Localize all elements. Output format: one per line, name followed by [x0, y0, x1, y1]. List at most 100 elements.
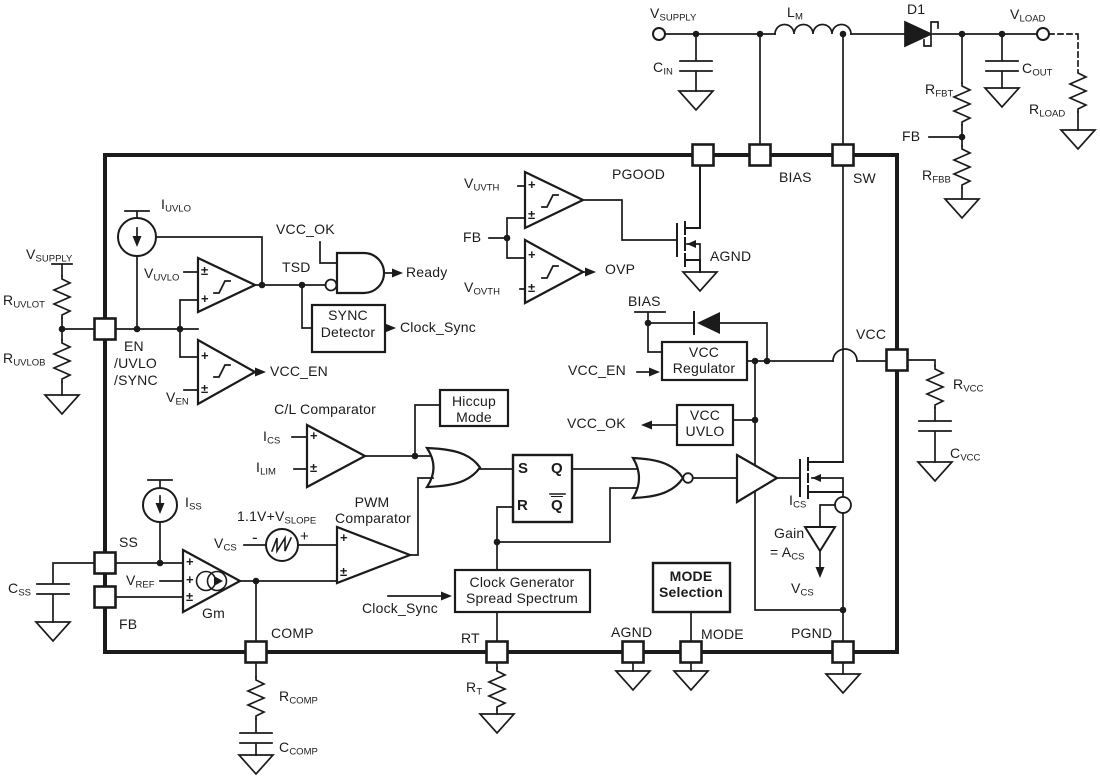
- sr-latch: [511, 453, 574, 524]
- rvcc-resistor: [926, 365, 944, 409]
- mode-section: [651, 561, 732, 643]
- vccen-arrow: [255, 367, 266, 377]
- nor-gate: [631, 456, 685, 500]
- clock-to-nor-wire: [496, 487, 641, 543]
- vcc-uvlo-box: [675, 403, 735, 447]
- ruvlob-resistor: [53, 339, 71, 383]
- vload-terminal: [1036, 27, 1050, 41]
- input-supply-rail: [652, 23, 906, 146]
- bias-diode: [697, 312, 720, 334]
- rfbt-resistor: [953, 82, 971, 126]
- pin-pgnd-square: [831, 640, 855, 664]
- ready-arrow: [392, 268, 403, 278]
- vsupply-terminal: [652, 27, 666, 41]
- power-mosfet: [799, 457, 844, 499]
- ic-pins: [93, 143, 909, 664]
- wire-crossover-hump: [832, 348, 858, 362]
- enable-uvlo-section: [115, 210, 326, 406]
- sawtooth-icon: [270, 535, 293, 554]
- hiccup-wire: [414, 404, 441, 457]
- uvlo-divider: [44, 263, 95, 415]
- pin-bias-square: [748, 143, 772, 167]
- diode-d1: [904, 20, 939, 48]
- inductor-symbol: [774, 23, 852, 35]
- vuvlo-comparator: [196, 256, 258, 314]
- pin-sw-square: [831, 143, 855, 167]
- rload-dashed-wire: [1048, 33, 1079, 71]
- and-gate: [335, 251, 386, 295]
- clocksync-in-arrow: [441, 591, 452, 601]
- rcomp-resistor: [247, 676, 265, 720]
- vccok-left-arrow: [641, 420, 652, 430]
- cvcc-capacitor: [918, 407, 952, 463]
- ground-rt: [479, 713, 515, 734]
- rt-resistor: [488, 667, 506, 711]
- uvth-comparator: [523, 170, 586, 230]
- fb-node-wire: [928, 124, 963, 147]
- gm-amplifier: [181, 548, 243, 614]
- cout-capacitor: [985, 33, 1019, 89]
- ground-rfbb: [944, 198, 980, 219]
- vcs-arrow: [815, 567, 825, 578]
- ground-css: [35, 621, 71, 642]
- pin-pgood-square: [691, 143, 715, 167]
- hiccup-mode-box: [438, 388, 510, 428]
- ground-mode: [673, 670, 709, 691]
- pin-comp-square: [244, 640, 268, 664]
- css-capacitor: [36, 562, 95, 623]
- pin-vcc-square: [885, 348, 909, 372]
- pin-agnd-square: [621, 640, 645, 664]
- cin-capacitor: [679, 33, 713, 92]
- vccok-wire: [319, 241, 338, 264]
- ven-comparator: [196, 338, 258, 406]
- ground-cvcc: [917, 461, 953, 482]
- pgood-section: [488, 165, 718, 305]
- pwm-comparator: [335, 525, 414, 585]
- pgood-mosfet: [676, 165, 701, 273]
- ground-cout: [984, 87, 1020, 108]
- slope-summing-node: [265, 528, 299, 562]
- ready-logic: [301, 241, 403, 354]
- driver-rail-wire: [754, 419, 844, 611]
- ground-comp: [238, 754, 274, 775]
- nor-bubble: [682, 472, 694, 484]
- current-limit-section: [291, 388, 514, 489]
- current-sense-node: [834, 496, 852, 514]
- latch-logic-section: [387, 453, 738, 643]
- pin-rt-square: [485, 640, 509, 664]
- sync-detector-box: [310, 303, 387, 354]
- clock-generator-box: [453, 568, 592, 614]
- ovth-comparator: [523, 238, 586, 305]
- ruvlot-resistor: [53, 275, 71, 319]
- iuvlo-control-wire: [155, 236, 263, 286]
- rfbb-resistor: [953, 145, 971, 189]
- pgood-gate-wire: [582, 199, 678, 241]
- rload-resistor: [1069, 69, 1087, 113]
- ground-uvlo-divider: [44, 394, 80, 415]
- pwm-out-wire: [409, 477, 434, 556]
- vccen-in-arrow: [649, 367, 660, 377]
- or-gate: [424, 446, 482, 489]
- ground-pgnd: [825, 673, 861, 694]
- ground-rload: [1060, 129, 1096, 150]
- tsd-invert-bubble: [324, 278, 338, 292]
- vcc-regulator-box: [660, 340, 749, 382]
- error-amp-section: [35, 479, 338, 643]
- bottom-external: [238, 662, 861, 775]
- ground-agnd: [615, 670, 651, 691]
- output-network: [678, 20, 1096, 219]
- ground-cin: [678, 90, 714, 111]
- ground-agnd-int: [682, 271, 718, 292]
- junction-dots: [58, 30, 1006, 614]
- ccomp-capacitor: [239, 718, 273, 756]
- pin-mode-square: [679, 640, 703, 664]
- cl-comparator: [305, 423, 368, 489]
- ics-tap-wire: [819, 504, 836, 528]
- clocksync-arrow: [385, 323, 396, 333]
- vcc-external: [907, 359, 953, 482]
- pwm-section: [243, 477, 434, 585]
- reset-wire: [496, 506, 514, 571]
- ovp-arrow: [585, 267, 596, 277]
